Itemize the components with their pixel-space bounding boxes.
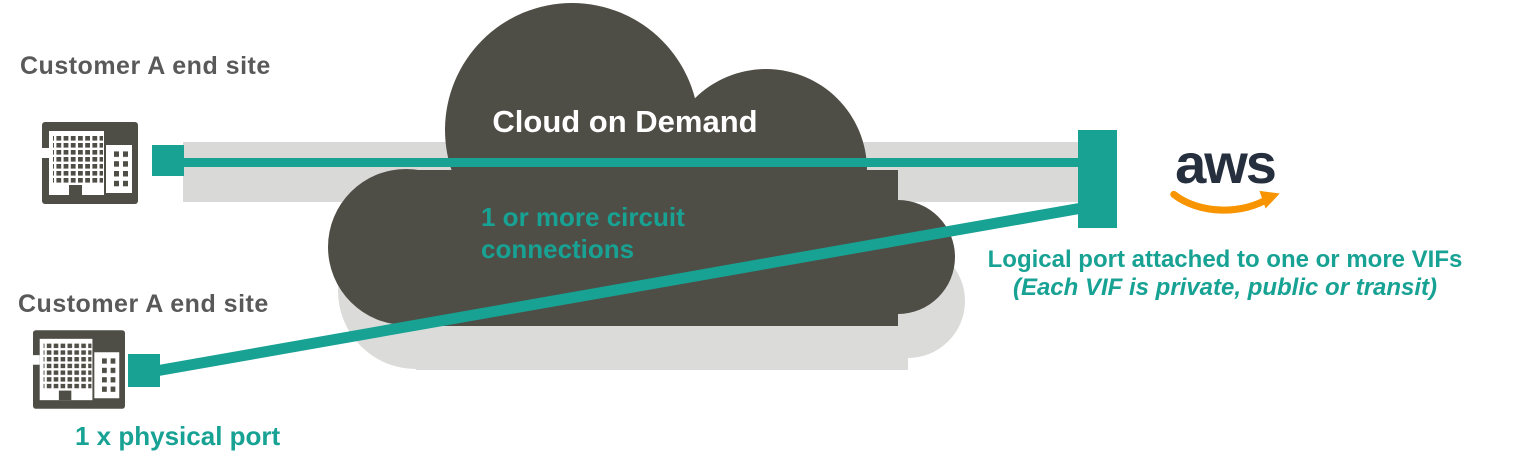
customer-site-label-top: Customer A end site: [20, 52, 271, 80]
logical-port: [1078, 130, 1117, 228]
aws-logo: aws: [1157, 133, 1293, 226]
aws-smile-arrow-icon: [1170, 190, 1280, 214]
logical-port-label-line2: (Each VIF is private, public or transit): [1012, 274, 1438, 301]
horizontal-circuit-line: [166, 158, 1080, 167]
cloud-shape: [328, 3, 955, 326]
cloud-title: Cloud on Demand: [492, 104, 758, 139]
building-icon: [42, 122, 138, 204]
logical-port-label-line1: Logical port attached to one or more VIF…: [987, 246, 1463, 273]
diagonal-circuit-line: [149, 202, 1083, 378]
circuit-connections-label: 1 or more circuit connections: [481, 202, 685, 264]
physical-port-label: 1 x physical port: [75, 421, 281, 451]
building-icon: [33, 330, 125, 409]
customer-site-label-bottom: Customer A end site: [18, 290, 269, 318]
logical-port-label: Logical port attached to one or more VIF…: [945, 246, 1505, 302]
aws-logo-text: aws: [1175, 131, 1277, 195]
port-connector-top: [152, 145, 184, 176]
port-connector-bottom: [128, 354, 160, 387]
